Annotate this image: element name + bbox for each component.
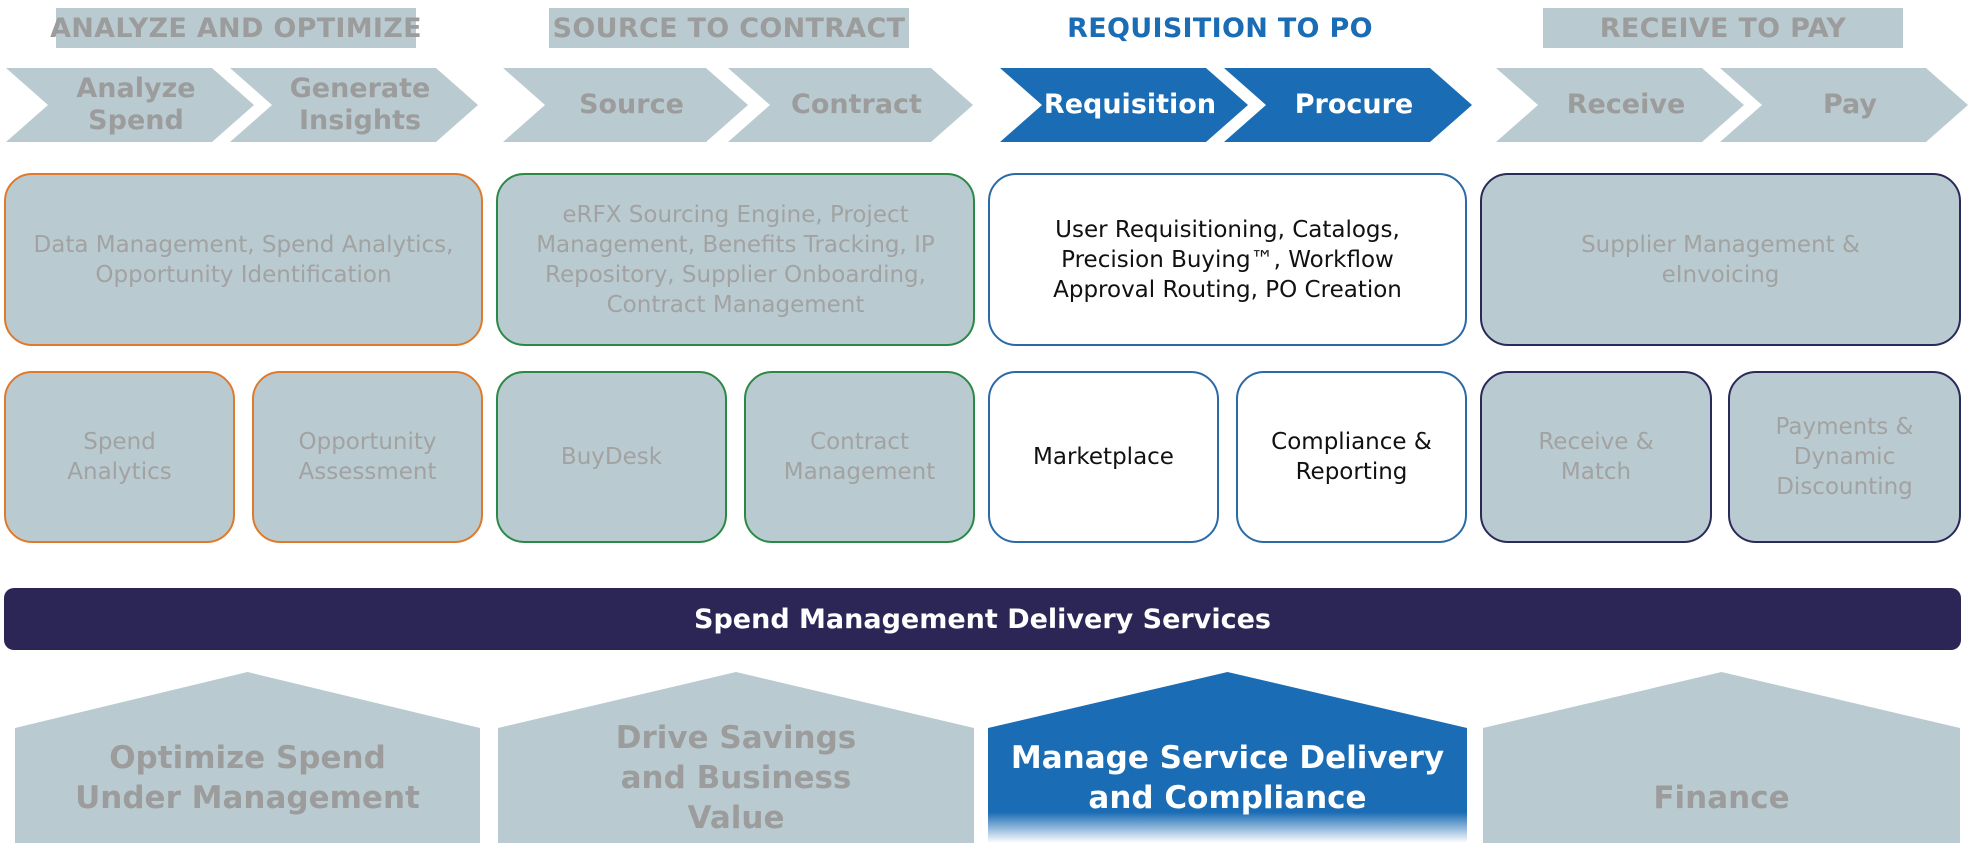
module-box-spend-analytics[interactable]: Spend Analytics [4,371,235,543]
capability-box-source-to-contract[interactable]: eRFX Sourcing Engine, Project Management… [496,173,975,346]
module-text: Marketplace [1033,444,1174,470]
capability-text: Supplier Management & eInvoicing [1581,231,1860,288]
column-header-analyze-and-optimize: ANALYZE AND OPTIMIZE [50,8,422,48]
capability-box-analyze-and-optimize[interactable]: Data Management, Spend Analytics, Opport… [4,173,483,346]
pillar-optimize-spend[interactable]: Optimize Spend Under Management [15,672,480,843]
module-box-buydesk[interactable]: BuyDesk [496,371,727,543]
capability-box-receive-to-pay[interactable]: Supplier Management & eInvoicing [1480,173,1961,346]
pillar-finance[interactable]: Finance [1483,672,1960,843]
chevron-label: Generate Insights [289,73,431,136]
module-box-payments-dynamic-discounting[interactable]: Payments & Dynamic Discounting [1728,371,1961,543]
module-box-opportunity-assessment[interactable]: Opportunity Assessment [252,371,483,543]
chevron-label: Requisition [1043,89,1217,120]
column-header-source-to-contract: SOURCE TO CONTRACT [549,8,909,48]
chevron-label: Procure [1294,89,1414,120]
pillar-label: Manage Service Delivery and Compliance [1010,739,1445,816]
chevron-receive[interactable]: Receive [1496,68,1744,142]
module-text: Spend Analytics [67,429,172,485]
module-text: Contract Management [783,429,936,485]
module-text: BuyDesk [560,444,663,470]
capability-text: eRFX Sourcing Engine, Project Management… [536,201,935,318]
chevron-procure[interactable]: Procure [1224,68,1472,142]
chevron-analyze-spend[interactable]: Analyze Spend [6,68,254,142]
capability-text: User Requisitioning, Catalogs, Precision… [1053,216,1402,303]
module-text: Compliance & Reporting [1271,429,1432,485]
chevron-label: Analyze Spend [76,73,196,136]
delivery-services-banner: Spend Management Delivery Services [4,588,1961,650]
column-header-receive-to-pay: RECEIVE TO PAY [1543,8,1903,48]
module-text: Payments & Dynamic Discounting [1775,414,1914,500]
chevron-source[interactable]: Source [503,68,748,142]
pillar-manage-service-delivery[interactable]: Manage Service Delivery and Compliance [988,672,1467,843]
module-box-receive-match[interactable]: Receive & Match [1480,371,1712,543]
chevron-generate-insights[interactable]: Generate Insights [230,68,478,142]
capability-text: Data Management, Spend Analytics, Opport… [33,231,454,288]
module-text: Receive & Match [1538,429,1654,485]
chevron-label: Receive [1566,89,1686,120]
chevron-contract[interactable]: Contract [728,68,973,142]
chevron-pay[interactable]: Pay [1720,68,1968,142]
pillar-label: Optimize Spend Under Management [75,739,420,816]
module-box-marketplace[interactable]: Marketplace [988,371,1219,543]
chevron-label: Source [579,89,684,120]
pillar-drive-savings[interactable]: Drive Savings and Business Value [498,672,974,843]
chevron-label: Contract [791,89,922,120]
column-header-requisition-to-po: REQUISITION TO PO [1067,12,1373,44]
module-box-contract-management[interactable]: Contract Management [744,371,975,543]
capability-box-requisition-to-po[interactable]: User Requisitioning, Catalogs, Precision… [988,173,1467,346]
banner-title: Spend Management Delivery Services [694,603,1271,635]
module-box-compliance-reporting[interactable]: Compliance & Reporting [1236,371,1467,543]
module-text: Opportunity Assessment [298,429,437,485]
chevron-label: Pay [1822,89,1878,120]
pillar-label: Finance [1653,779,1790,816]
chevron-requisition[interactable]: Requisition [1000,68,1248,142]
pillar-label: Drive Savings and Business Value [615,719,857,836]
